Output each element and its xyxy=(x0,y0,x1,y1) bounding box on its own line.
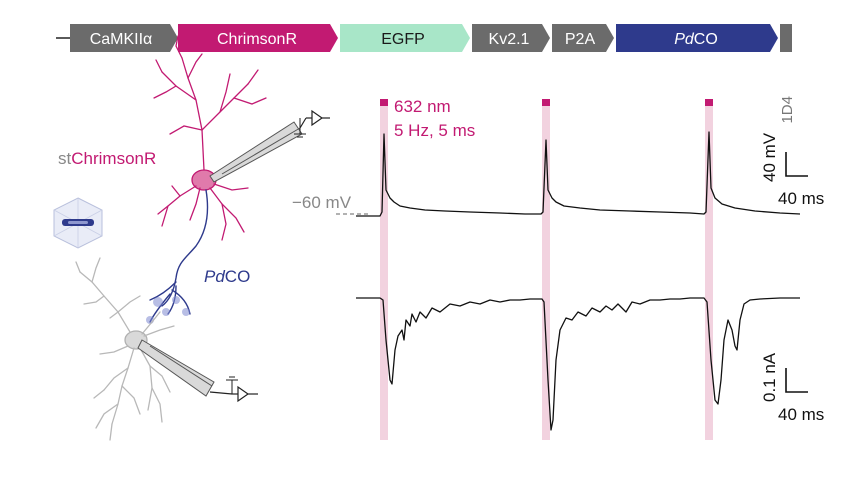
segment-kv21-label: Kv2.1 xyxy=(489,31,530,48)
stim-bar-2 xyxy=(542,106,550,440)
stchrimsonr-label: stChrimsonR xyxy=(58,149,156,168)
stim-bar-3 xyxy=(705,106,713,440)
segment-camkii-label: CaMKIIα xyxy=(90,31,153,48)
tag-1d4-label: 1D4 xyxy=(779,96,796,124)
stimulation-markers xyxy=(380,99,713,440)
stim-pulse-3 xyxy=(705,99,713,106)
current-trace-path xyxy=(356,297,800,431)
segment-chrimsonr-label: ChrimsonR xyxy=(217,31,297,48)
voltage-trace xyxy=(356,131,801,217)
segment-p2a xyxy=(552,24,614,52)
pdco-axon xyxy=(149,189,209,323)
construct-map: CaMKIIα ChrimsonR EGFP Kv2.1 P2A PdCO 1D… xyxy=(56,24,796,124)
segment-egfp-label: EGFP xyxy=(381,31,425,48)
current-trace xyxy=(356,297,800,431)
current-scalebar-y-label: 0.1 nA xyxy=(760,352,779,402)
segment-p2a-label: P2A xyxy=(565,31,596,48)
pdco-label: PdCO xyxy=(204,267,250,286)
voltage-scalebar-x-label: 40 ms xyxy=(778,189,824,208)
stim-wavelength-label: 632 nm xyxy=(394,97,451,116)
stim-pulse-1 xyxy=(380,99,388,106)
voltage-trace-path xyxy=(356,131,801,217)
voltage-scalebar xyxy=(785,152,808,177)
recording-pipette-top xyxy=(209,109,330,183)
segment-pdco xyxy=(616,24,778,52)
segment-camkii xyxy=(70,24,178,52)
segment-pdco-label: PdCO xyxy=(674,31,718,48)
pdco-molecule-icon xyxy=(53,197,103,249)
resting-potential-label: −60 mV xyxy=(292,193,352,212)
postsynaptic-neuron xyxy=(75,257,175,441)
segment-egfp xyxy=(340,24,470,52)
stim-pulse-2 xyxy=(542,99,550,106)
current-scalebar-x-label: 40 ms xyxy=(778,405,824,424)
stim-protocol-label: 5 Hz, 5 ms xyxy=(394,121,475,140)
segment-kv21 xyxy=(472,24,550,52)
chrimson-neuron xyxy=(153,35,267,241)
segment-1d4 xyxy=(780,24,792,52)
stim-bar-1 xyxy=(380,106,388,440)
pdco-terminal-glow xyxy=(146,296,190,324)
current-scalebar xyxy=(785,368,808,393)
segment-chrimsonr xyxy=(178,24,338,52)
voltage-scalebar-y-label: 40 mV xyxy=(760,132,779,182)
recording-pipette-bottom xyxy=(137,339,258,403)
